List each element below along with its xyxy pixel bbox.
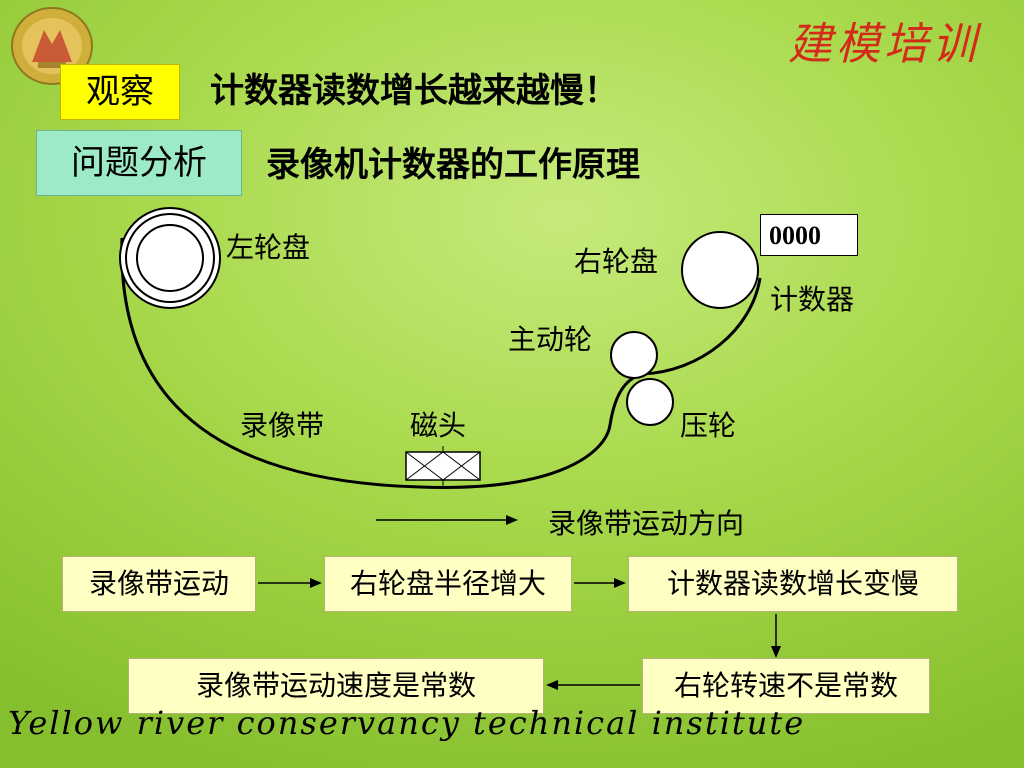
- flow-step-tape-speed-constant: 录像带运动速度是常数: [128, 658, 544, 714]
- magnetic-head: [405, 446, 481, 488]
- left-reel-inner: [136, 224, 204, 292]
- flow-step-counter-slows: 计数器读数增长变慢: [628, 556, 958, 612]
- footer-institute-name: Yellow river conservancy technical insti…: [8, 704, 806, 742]
- flow-step-radius-increases: 右轮盘半径增大: [324, 556, 572, 612]
- flow-arrow-4-5: [546, 680, 640, 690]
- left-reel-ring: [125, 213, 215, 303]
- analysis-text: 录像机计数器的工作原理: [266, 145, 640, 185]
- pinch-roller-wheel: [626, 378, 674, 426]
- direction-label: 录像带运动方向: [548, 507, 745, 540]
- observe-tag: 观察: [60, 64, 180, 120]
- head-label: 磁头: [410, 409, 467, 442]
- observation-text: 计数器读数增长越来越慢！: [210, 71, 618, 111]
- tape-path: [120, 237, 762, 489]
- counter-display: 0000: [760, 214, 858, 256]
- capstan-wheel: [610, 331, 658, 379]
- tape-label: 录像带: [240, 409, 325, 442]
- direction-arrow: [376, 515, 518, 525]
- flow-arrow-1-2: [258, 578, 322, 588]
- analysis-tag: 问题分析: [36, 130, 242, 196]
- brand-title: 建模培训: [788, 19, 980, 70]
- capstan-label: 主动轮: [508, 323, 593, 356]
- pinch-roller-label: 压轮: [680, 409, 737, 442]
- counter-label: 计数器: [770, 283, 855, 316]
- left-reel-label: 左轮盘: [226, 231, 311, 264]
- institute-logo-icon: [11, 7, 93, 85]
- right-reel: [681, 231, 759, 309]
- flow-arrow-3-4: [771, 614, 781, 658]
- flow-step-tape-moves: 录像带运动: [62, 556, 256, 612]
- flow-step-speed-not-constant: 右轮转速不是常数: [642, 658, 930, 714]
- right-reel-label: 右轮盘: [574, 245, 659, 278]
- flow-arrow-2-3: [574, 578, 626, 588]
